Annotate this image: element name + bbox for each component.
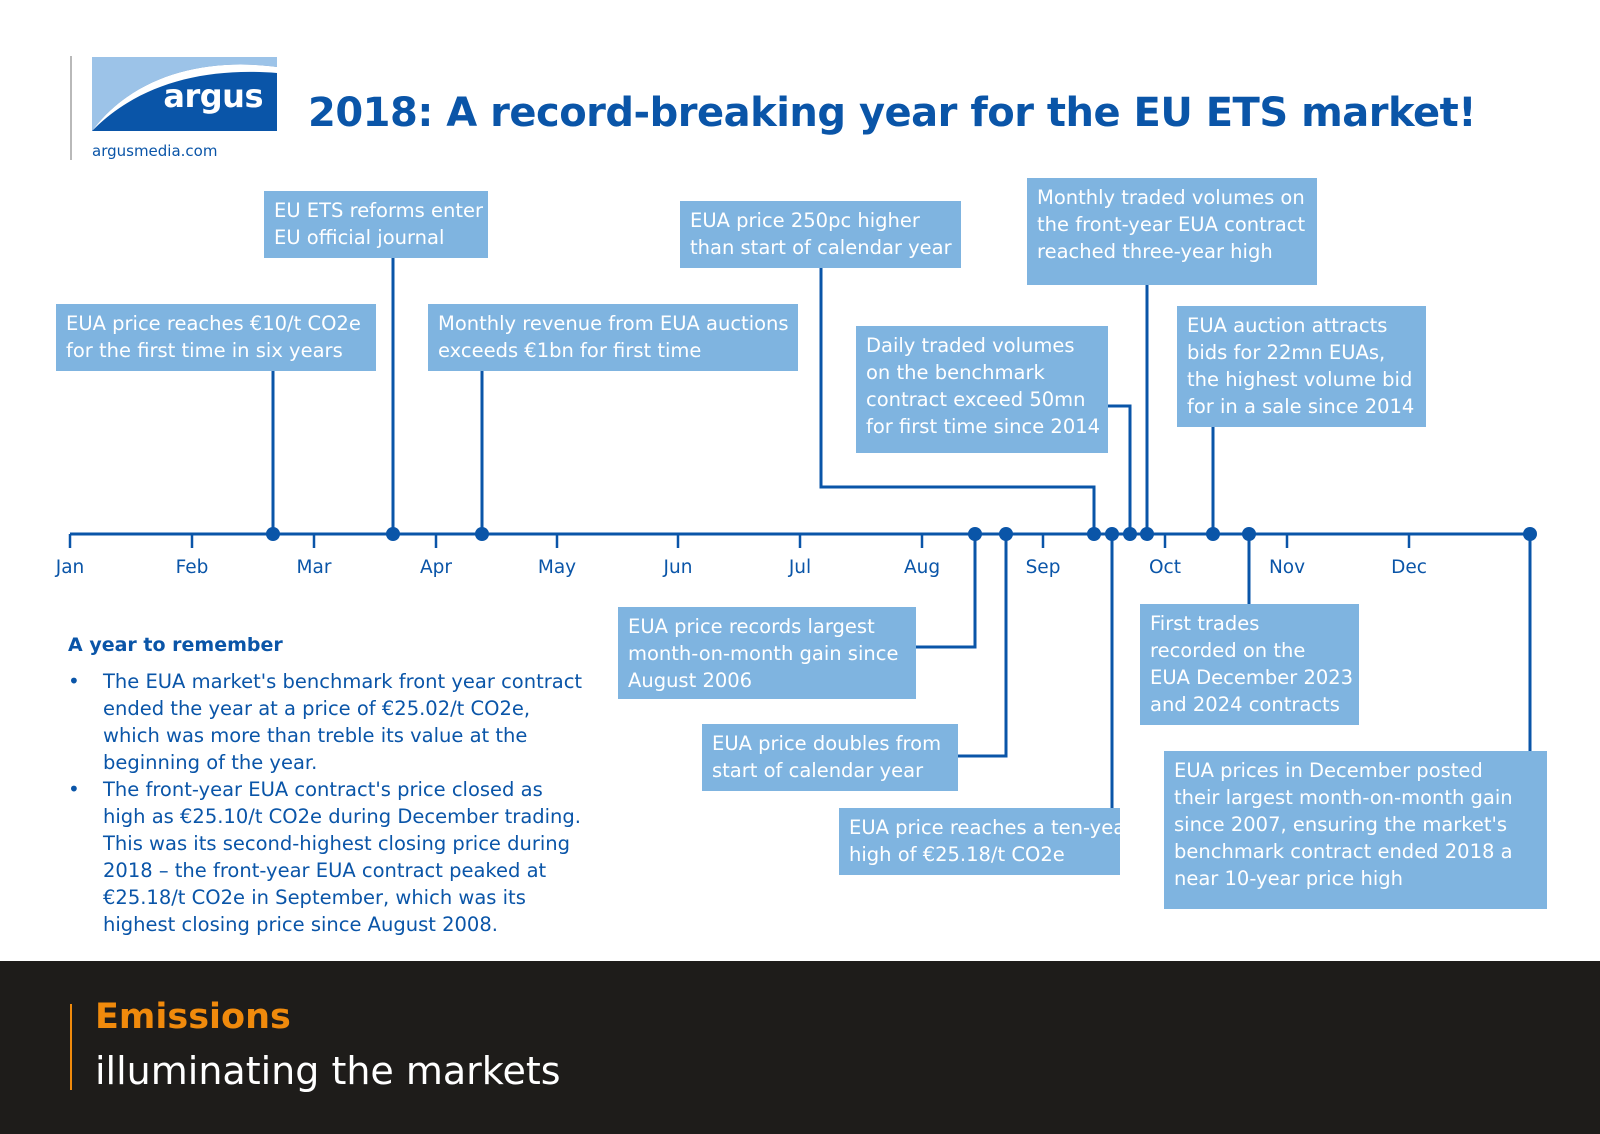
event-text-line: bids for 22mn EUAs, — [1187, 341, 1386, 364]
event-marker — [1206, 527, 1220, 541]
event-marker — [1523, 527, 1537, 541]
event-box: EU ETS reforms enter EU official journal — [264, 191, 488, 258]
event-box: EUA prices in December posted their large… — [1164, 751, 1547, 909]
event-box: EUA price doubles from start of calendar … — [702, 724, 958, 791]
event-text-line: EUA price doubles from — [712, 732, 942, 755]
month-label: Feb — [175, 557, 209, 578]
event-marker — [1140, 527, 1154, 541]
footer-tagline: illuminating the markets — [95, 1049, 561, 1093]
event-marker — [1105, 527, 1119, 541]
event-text-line: EUA December 2023 — [1150, 666, 1354, 689]
logo-divider — [70, 56, 72, 160]
event-leader-line — [819, 268, 1096, 534]
event-text-line: the front-year EUA contract — [1037, 213, 1306, 236]
month-label: Aug — [903, 557, 941, 578]
month-label: May — [537, 557, 577, 578]
summary-heading: A year to remember — [68, 634, 283, 656]
event-text-line: EUA prices in December posted — [1174, 759, 1483, 782]
event-text-line: contract exceed 50mn — [866, 388, 1086, 411]
event-text-line: EUA price reaches a ten-year — [849, 816, 1134, 839]
event-box: Monthly revenue from EUA auctions exceeds… — [428, 304, 798, 371]
event-text-line: for the first time in six years — [66, 339, 343, 362]
footer-bar: Emissions illuminating the markets — [0, 961, 1600, 1134]
event-text-line: reached three-year high — [1037, 240, 1273, 263]
event-text-line: EU official journal — [274, 226, 445, 249]
event-text-line: First trades — [1150, 612, 1260, 635]
event-text-line: for first time since 2014 — [866, 415, 1101, 438]
event-text-line: their largest month-on-month gain — [1174, 786, 1513, 809]
logo-url-link[interactable]: argusmedia.com — [92, 142, 218, 160]
month-label: Jun — [663, 557, 693, 578]
logo-swoosh-icon — [92, 57, 277, 131]
month-label: Sep — [1025, 557, 1061, 578]
summary-bullet: The EUA market's benchmark front year co… — [68, 668, 588, 776]
event-text-line: high of €25.18/t CO2e — [849, 843, 1065, 866]
event-text-line: benchmark contract ended 2018 a — [1174, 840, 1513, 863]
event-leader-line — [1108, 404, 1132, 534]
footer-divider — [70, 1004, 72, 1090]
argus-logo[interactable]: argus — [92, 57, 277, 131]
event-text-line: Monthly traded volumes on — [1037, 186, 1305, 209]
event-text-line: EUA price reaches €10/t CO2e — [66, 312, 361, 335]
footer-category: Emissions — [95, 997, 291, 1037]
page-title: 2018: A record-breaking year for the EU … — [308, 90, 1477, 136]
event-marker — [266, 527, 280, 541]
month-label: Oct — [1149, 557, 1181, 578]
event-marker — [1242, 527, 1256, 541]
month-label: Apr — [419, 557, 452, 578]
event-text-line: on the benchmark — [866, 361, 1045, 384]
event-text-line: EUA price records largest — [628, 615, 875, 638]
event-box: EUA price 250pc higher than start of cale… — [680, 201, 961, 268]
logo-wordmark: argus — [163, 77, 263, 115]
month-label: Nov — [1268, 557, 1306, 578]
event-box: EUA price records largest month-on-month … — [618, 607, 916, 699]
event-text-line: August 2006 — [628, 669, 753, 692]
event-marker — [1123, 527, 1137, 541]
month-label: Dec — [1391, 557, 1427, 578]
event-marker — [1087, 527, 1101, 541]
summary-list: The EUA market's benchmark front year co… — [68, 668, 588, 938]
event-text-line: EUA price 250pc higher — [690, 209, 920, 232]
event-marker — [386, 527, 400, 541]
event-text-line: EUA auction attracts — [1187, 314, 1388, 337]
event-box: EUA price reaches €10/t CO2e for the firs… — [56, 304, 376, 371]
month-label: Mar — [296, 557, 332, 578]
event-text-line: than start of calendar year — [690, 236, 952, 259]
event-text-line: EU ETS reforms enter — [274, 199, 484, 222]
event-text-line: and 2024 contracts — [1150, 693, 1340, 716]
event-text-line: since 2007, ensuring the market's — [1174, 813, 1508, 836]
event-marker — [968, 527, 982, 541]
event-leader-line — [958, 534, 1008, 758]
event-text-line: month-on-month gain since — [628, 642, 899, 665]
event-text-line: near 10-year price high — [1174, 867, 1403, 890]
event-box: EUA auction attracts bids for 22mn EUAs, t… — [1177, 306, 1426, 427]
month-label: Jan — [55, 557, 85, 578]
event-marker — [999, 527, 1013, 541]
event-text-line: recorded on the — [1150, 639, 1306, 662]
event-box: Monthly traded volumes on the front-year … — [1027, 178, 1317, 285]
event-text-line: for in a sale since 2014 — [1187, 395, 1415, 418]
event-text-line: Monthly revenue from EUA auctions — [438, 312, 789, 335]
event-text-line: Daily traded volumes — [866, 334, 1075, 357]
event-box: Daily traded volumes on the benchmark cont… — [856, 326, 1108, 453]
event-box: EUA price reaches a ten-year high of €25.… — [839, 808, 1134, 875]
event-text-line: exceeds €1bn for first time — [438, 339, 702, 362]
month-label: Jul — [788, 557, 812, 578]
summary-bullet: The front-year EUA contract's price clos… — [68, 776, 588, 938]
event-marker — [475, 527, 489, 541]
event-text-line: start of calendar year — [712, 759, 924, 782]
event-text-line: the highest volume bid — [1187, 368, 1413, 391]
event-leader-line — [916, 534, 977, 649]
